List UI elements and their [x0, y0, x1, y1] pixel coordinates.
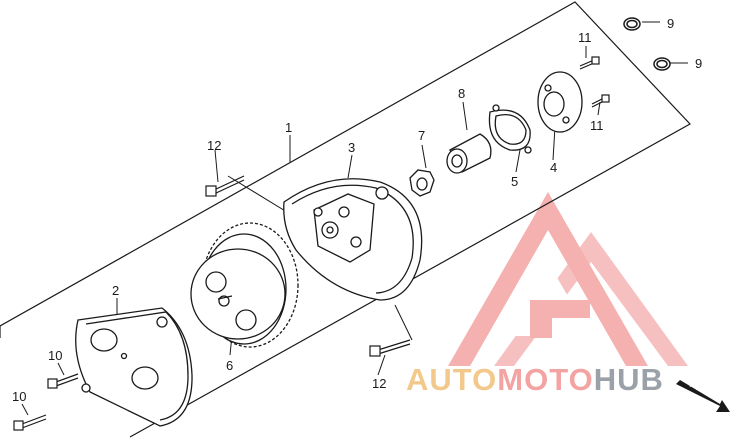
o-rings: [623, 17, 671, 71]
watermark-hub: HUB: [594, 362, 664, 397]
screw-11-lower: [591, 94, 610, 108]
callout-6: 6: [226, 358, 233, 373]
bearing: [446, 133, 492, 174]
gasket: [488, 104, 532, 154]
drive-gear: [409, 169, 435, 197]
callout-11-upper: 11: [578, 30, 592, 45]
watermark-logo: [448, 192, 688, 366]
callout-9-lower: 9: [695, 56, 702, 71]
callout-5: 5: [511, 174, 518, 189]
callout-1: 1: [285, 120, 292, 135]
bolt-12-upper: [205, 175, 245, 197]
callout-3: 3: [348, 140, 355, 155]
callout-8: 8: [458, 86, 465, 101]
callout-11-lower: 11: [590, 118, 604, 133]
end-plate: [537, 71, 583, 133]
bolt-10-upper: [47, 373, 79, 389]
driven-gear: [190, 222, 299, 348]
cover-plate: [75, 307, 193, 427]
callout-4: 4: [550, 160, 557, 175]
callout-2: 2: [112, 283, 119, 298]
watermark-text: AUTOMOTOHUB: [406, 362, 664, 397]
pump-body: [283, 178, 423, 301]
leader-lines: [21, 21, 688, 416]
callout-12-lower: 12: [372, 376, 386, 391]
callout-7: 7: [418, 128, 425, 143]
watermark-auto: AUTO: [406, 362, 497, 397]
callout-9-upper: 9: [667, 16, 674, 31]
screw-11-upper: [579, 56, 600, 70]
watermark-moto: MOTO: [497, 362, 593, 397]
callout-10-upper: 10: [48, 348, 62, 363]
bolt-12-lower: [369, 339, 411, 357]
forward-arrow-icon: FWD: [676, 379, 730, 412]
callout-labels: 1 2 3 4 5 6 7 8 9 9 10 10 11 11 12 12: [12, 16, 702, 404]
callout-10-lower: 10: [12, 389, 26, 404]
bolt-10-lower: [13, 414, 47, 431]
fasteners: [13, 56, 610, 431]
callout-12-upper: 12: [207, 138, 221, 153]
